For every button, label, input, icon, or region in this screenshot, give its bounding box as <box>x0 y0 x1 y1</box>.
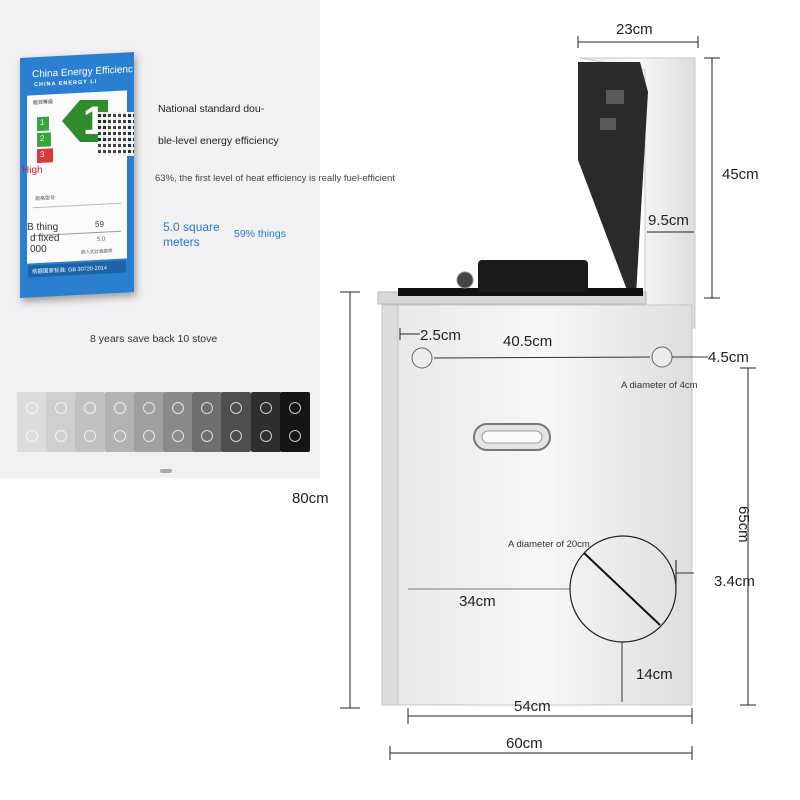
burner-icon <box>259 402 272 414</box>
stove-thumbnail <box>104 392 135 452</box>
things-text: 59% things <box>234 228 286 240</box>
total-height-label: 80cm <box>292 490 329 507</box>
stove-thumbnail <box>75 392 106 452</box>
stove-thumbnail <box>163 392 193 452</box>
burner-icon <box>55 430 68 442</box>
stove-thumbnail <box>17 392 47 452</box>
drawer-handle-slot <box>481 430 543 444</box>
total-width-label: 60cm <box>506 735 543 752</box>
burner-icon <box>259 430 272 442</box>
high-label: High <box>22 165 43 176</box>
edge-offset-label: 2.5cm <box>420 327 461 344</box>
qr-code-mask <box>98 112 134 156</box>
duct-diameter-line <box>583 552 661 626</box>
stove-thumbnail <box>46 392 77 452</box>
burner-icon <box>84 430 97 442</box>
burner-icon <box>26 402 38 414</box>
stove-thumbnail <box>133 392 164 452</box>
duct-side-label: 3.4cm <box>714 573 755 590</box>
burner-icon <box>288 402 301 414</box>
pipe-hole-right <box>651 346 673 368</box>
burner-icon <box>113 402 126 414</box>
top-width-label: 23cm <box>616 21 653 38</box>
burner-icon <box>172 430 184 442</box>
burner-icon <box>172 402 184 414</box>
burner-icon <box>26 430 38 442</box>
burner-icon <box>84 402 97 414</box>
stove-thumbnail <box>192 392 223 452</box>
duct-offset-label: 34cm <box>459 593 496 610</box>
cabinet-side <box>381 304 399 706</box>
scroll-indicator <box>160 469 172 473</box>
national-standard-line2: ble-level energy efficiency <box>158 135 279 147</box>
grade-arrow-icon <box>62 100 108 142</box>
burner-icon <box>201 402 214 414</box>
stove-thumbnail <box>279 392 310 452</box>
burner-icon <box>113 430 126 442</box>
duct-bottom-label: 14cm <box>636 666 673 683</box>
hood-button-2 <box>600 118 616 130</box>
hood-height-label: 45cm <box>722 166 759 183</box>
burner-icon <box>230 430 243 442</box>
burner-icon <box>201 430 214 442</box>
burner-grate <box>478 260 588 292</box>
stove-thumbnail <box>221 392 252 452</box>
row1-text: B thing <box>27 222 59 233</box>
burner-icon <box>288 430 301 442</box>
cabinet-body <box>395 304 693 706</box>
hood-button-1 <box>606 90 624 104</box>
stove-thumbnail <box>250 392 281 452</box>
heat-efficiency-text: 63%, the first level of heat efficiency … <box>155 173 395 184</box>
pipe-hole-left <box>411 347 433 369</box>
row2-text: d fixed <box>30 233 60 244</box>
square-meters-line1: 5.0 square <box>163 220 220 234</box>
hole-spacing-label: 40.5cm <box>503 333 553 350</box>
square-meters-line2: meters <box>163 235 200 249</box>
burner-icon <box>142 402 155 414</box>
burner-icon <box>230 402 243 414</box>
hole-diameter-note: A diameter of 4cm <box>621 380 698 391</box>
duct-diameter-note: A diameter of 20cm <box>508 539 590 550</box>
hood-glass-panel <box>578 62 648 298</box>
cabinet-height-label: 65cm <box>735 506 752 543</box>
burner-knob <box>456 271 474 289</box>
hood-depth-label: 9.5cm <box>648 212 689 229</box>
burner-icon <box>142 430 155 442</box>
row3-text: 000 <box>30 244 47 255</box>
inner-width-label: 54cm <box>514 698 551 715</box>
save-back-text: 8 years save back 10 stove <box>90 333 218 345</box>
right-offset-label: 4.5cm <box>708 349 749 366</box>
national-standard-line1: National standard dou- <box>158 103 265 115</box>
burner-icon <box>55 402 68 414</box>
